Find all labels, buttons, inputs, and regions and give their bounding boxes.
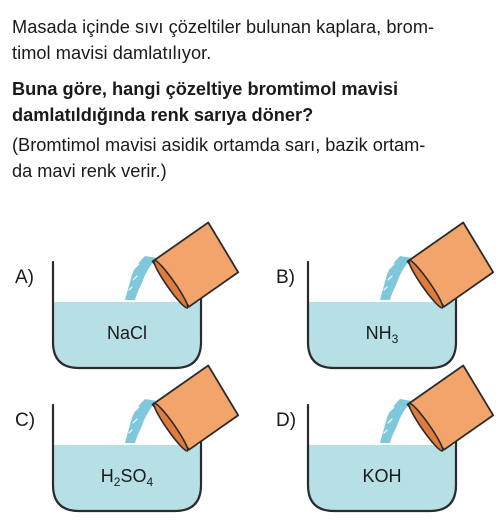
stream-highlight bbox=[128, 406, 140, 434]
pouring-cup bbox=[151, 221, 240, 309]
question-prompt: Buna göre, hangi çözeltiye bromtimol mav… bbox=[12, 76, 498, 128]
beaker-illustration bbox=[51, 221, 240, 370]
pouring-cup bbox=[406, 364, 495, 452]
cup-rim bbox=[153, 402, 189, 452]
option-letter: C) bbox=[15, 410, 36, 431]
solution-label: NH3 bbox=[365, 323, 399, 346]
cup-rim bbox=[153, 259, 189, 309]
prompt-line: damlatıldığında renk sarıya döner? bbox=[12, 105, 314, 125]
stream-highlight bbox=[128, 263, 140, 291]
pouring-cup bbox=[151, 364, 240, 452]
liquid-fill bbox=[53, 445, 201, 511]
beaker-illustration bbox=[51, 364, 240, 513]
stream-highlight bbox=[383, 263, 395, 291]
question-note: (Bromtimol mavisi asidik ortamda sarı, b… bbox=[12, 132, 498, 184]
cup-body bbox=[406, 364, 495, 451]
pour-stream bbox=[380, 256, 412, 300]
cup-rim bbox=[408, 259, 444, 309]
question-stem: Masada içinde sıvı çözeltiler bulunan ka… bbox=[12, 14, 498, 66]
solution-label: KOH bbox=[362, 466, 402, 486]
option-letter: B) bbox=[276, 267, 295, 288]
option-d[interactable]: D) KOH bbox=[276, 364, 499, 523]
beaker-outline bbox=[51, 260, 203, 370]
option-letter: A) bbox=[15, 267, 34, 288]
option-b[interactable]: B) NH3 bbox=[276, 221, 499, 380]
note-line: da mavi renk verir.) bbox=[12, 161, 167, 181]
beaker-outline bbox=[306, 260, 458, 370]
stream-highlight bbox=[383, 406, 395, 434]
prompt-line: Buna göre, hangi çözeltiye bromtimol mav… bbox=[12, 79, 399, 99]
pour-stream bbox=[125, 399, 157, 443]
solution-label: NaCl bbox=[106, 323, 147, 343]
cup-body bbox=[406, 221, 495, 308]
option-c[interactable]: C) H2SO4 bbox=[15, 364, 255, 523]
option-letter: D) bbox=[276, 410, 297, 431]
liquid-fill bbox=[308, 445, 456, 511]
pouring-cup bbox=[406, 221, 495, 309]
solution-label: H2SO4 bbox=[100, 466, 154, 489]
option-a[interactable]: A) NaCl bbox=[15, 221, 255, 380]
cup-body bbox=[151, 221, 240, 308]
beaker-illustration bbox=[306, 221, 495, 370]
cup-rim bbox=[408, 402, 444, 452]
stem-line: timol mavisi damlatılıyor. bbox=[12, 43, 212, 63]
stem-line: Masada içinde sıvı çözeltiler bulunan ka… bbox=[12, 17, 435, 37]
beaker-outline bbox=[306, 403, 458, 513]
beaker-outline bbox=[51, 403, 203, 513]
pour-stream bbox=[125, 256, 157, 300]
pour-stream bbox=[380, 399, 412, 443]
liquid-fill bbox=[53, 302, 201, 368]
cup-body bbox=[151, 364, 240, 451]
beaker-illustration bbox=[306, 364, 495, 513]
liquid-fill bbox=[308, 302, 456, 368]
note-line: (Bromtimol mavisi asidik ortamda sarı, b… bbox=[12, 135, 426, 155]
